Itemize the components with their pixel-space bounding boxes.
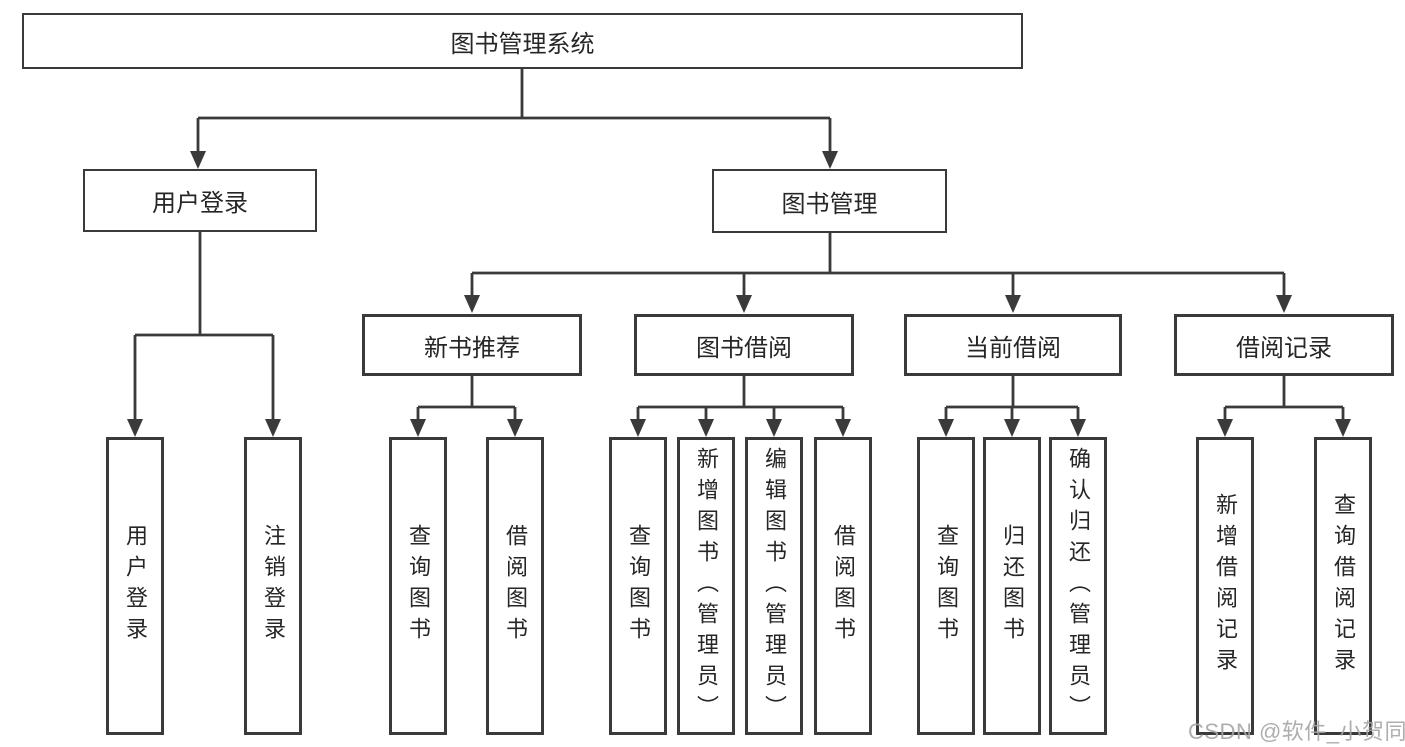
leaf-add-borrow-record: 新增借阅记录 [1196, 437, 1254, 735]
arrowhead-borrow-records [1276, 295, 1292, 313]
node-borrow-records-label: 借阅记录 [1236, 334, 1332, 362]
arrowhead-leaf-confirm-return [1070, 419, 1086, 437]
leaf-borrow-book-1-label: 借阅图书 [503, 524, 528, 648]
node-book-borrow-label: 图书借阅 [696, 334, 792, 362]
leaf-edit-book-admin-label: 编辑图书（管理员） [762, 446, 787, 726]
leaf-confirm-return-admin-label: 确认归还（管理员） [1066, 446, 1091, 726]
leaf-logout-label: 注销登录 [261, 524, 286, 648]
leaf-query-borrow-record: 查询借阅记录 [1314, 437, 1372, 735]
arrowhead-user-login [190, 151, 206, 169]
leaf-user-login-label: 用户登录 [123, 524, 148, 648]
node-root-label: 图书管理系统 [450, 30, 595, 58]
leaf-query-book-2: 查询图书 [609, 437, 667, 735]
leaf-add-book-admin-label: 新增图书（管理员） [694, 446, 719, 726]
arrowhead-leaf-query-book-3 [938, 419, 954, 437]
arrowhead-book-mgmt [822, 151, 838, 169]
arrowhead-leaf-add-book [698, 419, 714, 437]
arrowhead-leaf-edit-book [766, 419, 782, 437]
leaf-borrow-book-1: 借阅图书 [486, 437, 544, 735]
arrowhead-leaf-query-book-1 [410, 419, 426, 437]
arrowhead-leaf-return-book [1004, 419, 1020, 437]
arrowhead-book-borrow [736, 295, 752, 313]
node-new-book-rec-label: 新书推荐 [424, 334, 520, 362]
node-user-login-label: 用户登录 [152, 190, 248, 217]
arrowhead-leaf-add-record [1217, 419, 1233, 437]
node-borrow-records: 借阅记录 [1174, 314, 1394, 376]
leaf-return-book: 归还图书 [983, 437, 1041, 735]
leaf-add-book-admin: 新增图书（管理员） [677, 437, 735, 735]
leaf-confirm-return-admin: 确认归还（管理员） [1049, 437, 1107, 735]
arrowhead-new-book-rec [464, 295, 480, 313]
leaf-add-borrow-record-label: 新增借阅记录 [1213, 493, 1238, 679]
node-book-borrow: 图书借阅 [634, 314, 854, 376]
connector-current-borrow-to-leaves [944, 376, 1080, 420]
connector-book-mgmt-to-level3 [470, 233, 1286, 296]
leaf-query-book-3: 查询图书 [917, 437, 975, 735]
arrowhead-leaf-borrow-book-1 [507, 419, 523, 437]
arrowhead-leaf-query-record [1335, 419, 1351, 437]
arrowhead-leaf-borrow-book-2 [835, 419, 851, 437]
leaf-borrow-book-2: 借阅图书 [814, 437, 872, 735]
node-new-book-rec: 新书推荐 [362, 314, 582, 376]
node-book-mgmt: 图书管理 [712, 169, 947, 233]
connector-book-borrow-to-leaves [636, 376, 845, 420]
leaf-borrow-book-2-label: 借阅图书 [831, 524, 856, 648]
node-root-system: 图书管理系统 [22, 13, 1023, 69]
leaf-query-book-2-label: 查询图书 [626, 524, 651, 648]
leaf-query-borrow-record-label: 查询借阅记录 [1331, 493, 1356, 679]
connector-borrow-records-to-leaves [1223, 376, 1345, 420]
leaf-user-login: 用户登录 [106, 437, 164, 735]
leaf-query-book-1-label: 查询图书 [406, 524, 431, 648]
arrowhead-current-borrow [1005, 295, 1021, 313]
leaf-logout: 注销登录 [244, 437, 302, 735]
arrowhead-leaf-user-login [127, 419, 143, 437]
connector-new-book-rec-to-leaves [416, 376, 517, 420]
arrowhead-leaf-logout [265, 419, 281, 437]
leaf-return-book-label: 归还图书 [1000, 524, 1025, 648]
node-current-borrow-label: 当前借阅 [965, 334, 1061, 362]
node-current-borrow: 当前借阅 [904, 314, 1122, 376]
connector-user-login-to-leaves [133, 232, 275, 420]
node-book-mgmt-label: 图书管理 [781, 190, 878, 218]
arrowhead-leaf-query-book-2 [630, 419, 646, 437]
leaf-query-book-3-label: 查询图书 [934, 524, 959, 648]
leaf-query-book-1: 查询图书 [389, 437, 447, 735]
connector-root-to-level2 [196, 68, 832, 152]
csdn-watermark: CSDN @软件_小贺同学 [1188, 719, 1405, 744]
leaf-edit-book-admin: 编辑图书（管理员） [745, 437, 803, 735]
node-user-login: 用户登录 [83, 169, 317, 232]
